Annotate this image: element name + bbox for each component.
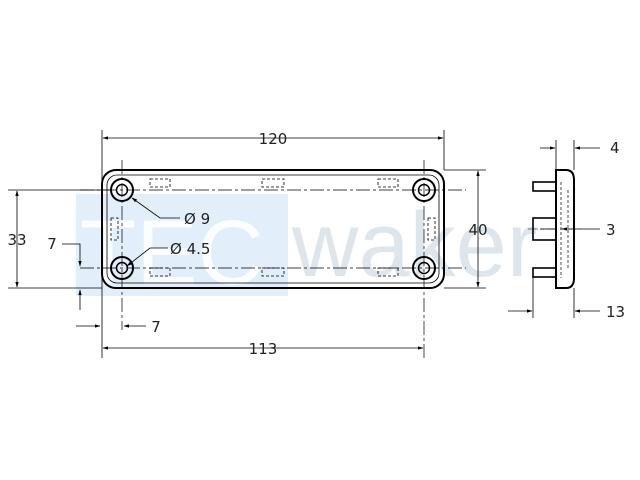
front-view: [80, 160, 466, 358]
hole-top-left: [110, 178, 134, 202]
leader-diameter-4-5: [126, 247, 168, 267]
dim-vertical-pitch: 33: [7, 231, 26, 249]
dim-edge-offset-horizontal: 7: [151, 318, 161, 336]
dim-edge-offset-vertical: 7: [47, 235, 57, 253]
dim-overall-width: 120: [259, 130, 288, 148]
dim-inner-diameter: Ø 4.5: [170, 240, 210, 258]
dim-leader-vertical-7: [62, 243, 82, 267]
dim-plate-thickness: 4: [610, 139, 620, 157]
dim-center-offset: 3: [606, 221, 616, 239]
side-dimensions: [508, 140, 600, 318]
side-pin-bottom: [532, 267, 557, 278]
hole-top-right: [412, 178, 436, 202]
hole-bottom-right: [412, 256, 436, 280]
side-pin-top: [532, 181, 557, 192]
leader-diameter-9: [131, 197, 180, 219]
dim-outer-diameter: Ø 9: [184, 210, 210, 228]
watermark-waker: waker: [291, 194, 537, 296]
plate-inner-edge: [106, 174, 440, 284]
dim-hole-pitch: 113: [249, 340, 278, 358]
hidden-slots: [110, 178, 436, 277]
hole-bottom-left: [110, 256, 134, 280]
side-plate-outline: [555, 169, 575, 289]
front-dimensions: [8, 130, 486, 358]
dim-pin-length: 13: [606, 303, 625, 321]
dim-height: 40: [468, 221, 487, 239]
